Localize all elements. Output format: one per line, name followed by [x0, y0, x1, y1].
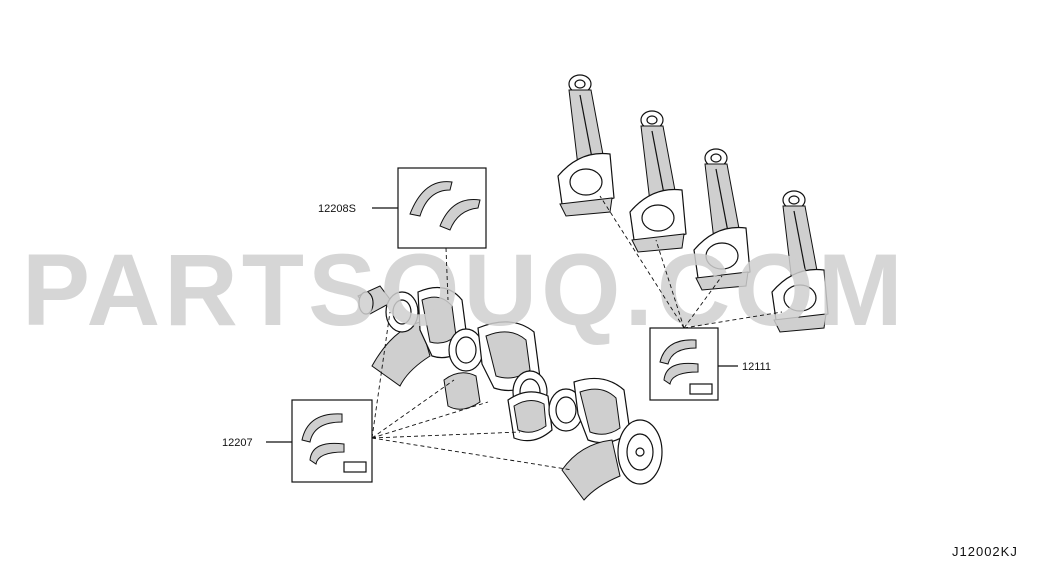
connecting-rod[interactable] [629, 110, 687, 253]
thrust-washer-part-number: 12208S [318, 203, 356, 215]
watermark-text: PARTSOUQ.COM [22, 233, 907, 347]
conrod-bearing-part-number: 12111 [742, 361, 771, 373]
main-bearing-part-number: 12207 [222, 437, 253, 449]
connecting-rod[interactable] [771, 190, 829, 333]
crankshaft[interactable] [357, 285, 663, 501]
conrod-bearing-box[interactable] [599, 195, 783, 401]
thrust-washer-box[interactable] [372, 167, 487, 301]
connecting-rods [557, 74, 829, 333]
reference-code: J12002KJ [952, 544, 1018, 559]
connecting-rod[interactable] [693, 148, 751, 291]
main-bearing-box[interactable] [266, 311, 573, 483]
connecting-rod[interactable] [557, 74, 615, 217]
